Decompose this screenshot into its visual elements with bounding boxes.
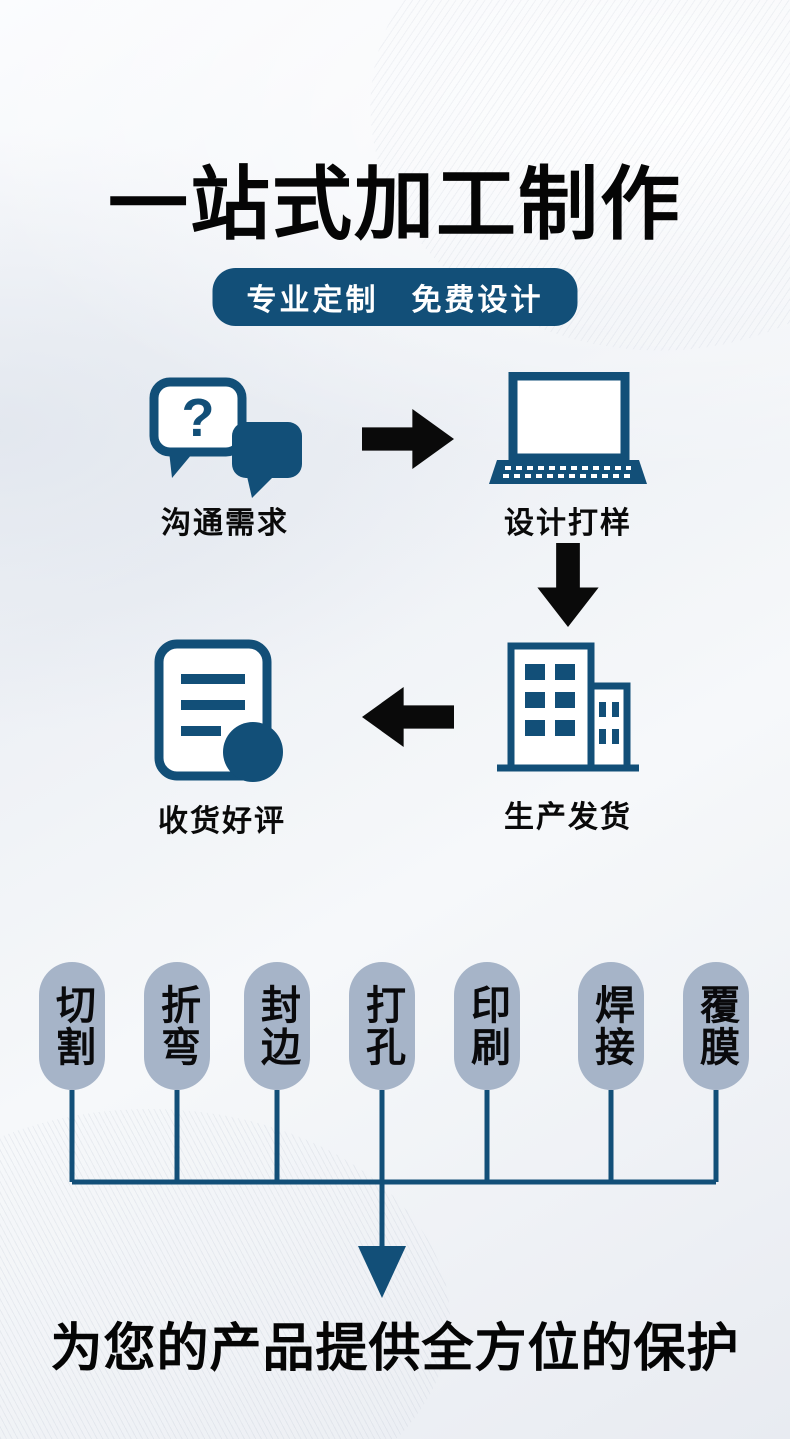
factory-icon [493,634,643,784]
subtitle-badge: 专业定制 免费设计 [212,268,578,326]
question-mark-glyph: ? [182,388,215,448]
arrow-down-icon [537,543,599,627]
process-pill-laminating: 覆膜 [683,962,749,1090]
flow-step-label-production: 生产发货 [504,801,632,834]
laptop-icon [483,372,653,492]
arrow-right-icon [362,408,454,470]
footer-slogan: 为您的产品提供全方位的保护 [50,1320,740,1378]
arrow-left-icon [362,686,454,748]
process-pill-label: 封边 [255,984,299,1068]
flow-step-label-design: 设计打样 [504,507,632,540]
process-pill-label: 打孔 [360,984,404,1068]
process-pill-label: 折弯 [155,984,199,1068]
converge-arrowhead [358,1246,406,1298]
page-title: 一站式加工制作 [108,160,682,249]
document-review-icon [147,638,297,793]
process-pill-edge-sealing: 封边 [244,962,310,1090]
process-pill-drilling: 打孔 [349,962,415,1090]
chat-question-icon: ? [140,376,310,501]
process-pill-label: 焊接 [589,984,633,1068]
process-pill-label: 印刷 [465,984,509,1068]
flow-step-label-review: 收货好评 [158,805,286,838]
process-pill-welding: 焊接 [578,962,644,1090]
flow-step-label-communicate: 沟通需求 [161,507,289,540]
process-pill-cutting: 切割 [39,962,105,1090]
process-pill-label: 切割 [50,984,94,1068]
process-pill-label: 覆膜 [694,984,738,1068]
process-pill-printing: 印刷 [454,962,520,1090]
process-pill-bending: 折弯 [144,962,210,1090]
process-connector-lines [69,1090,719,1298]
